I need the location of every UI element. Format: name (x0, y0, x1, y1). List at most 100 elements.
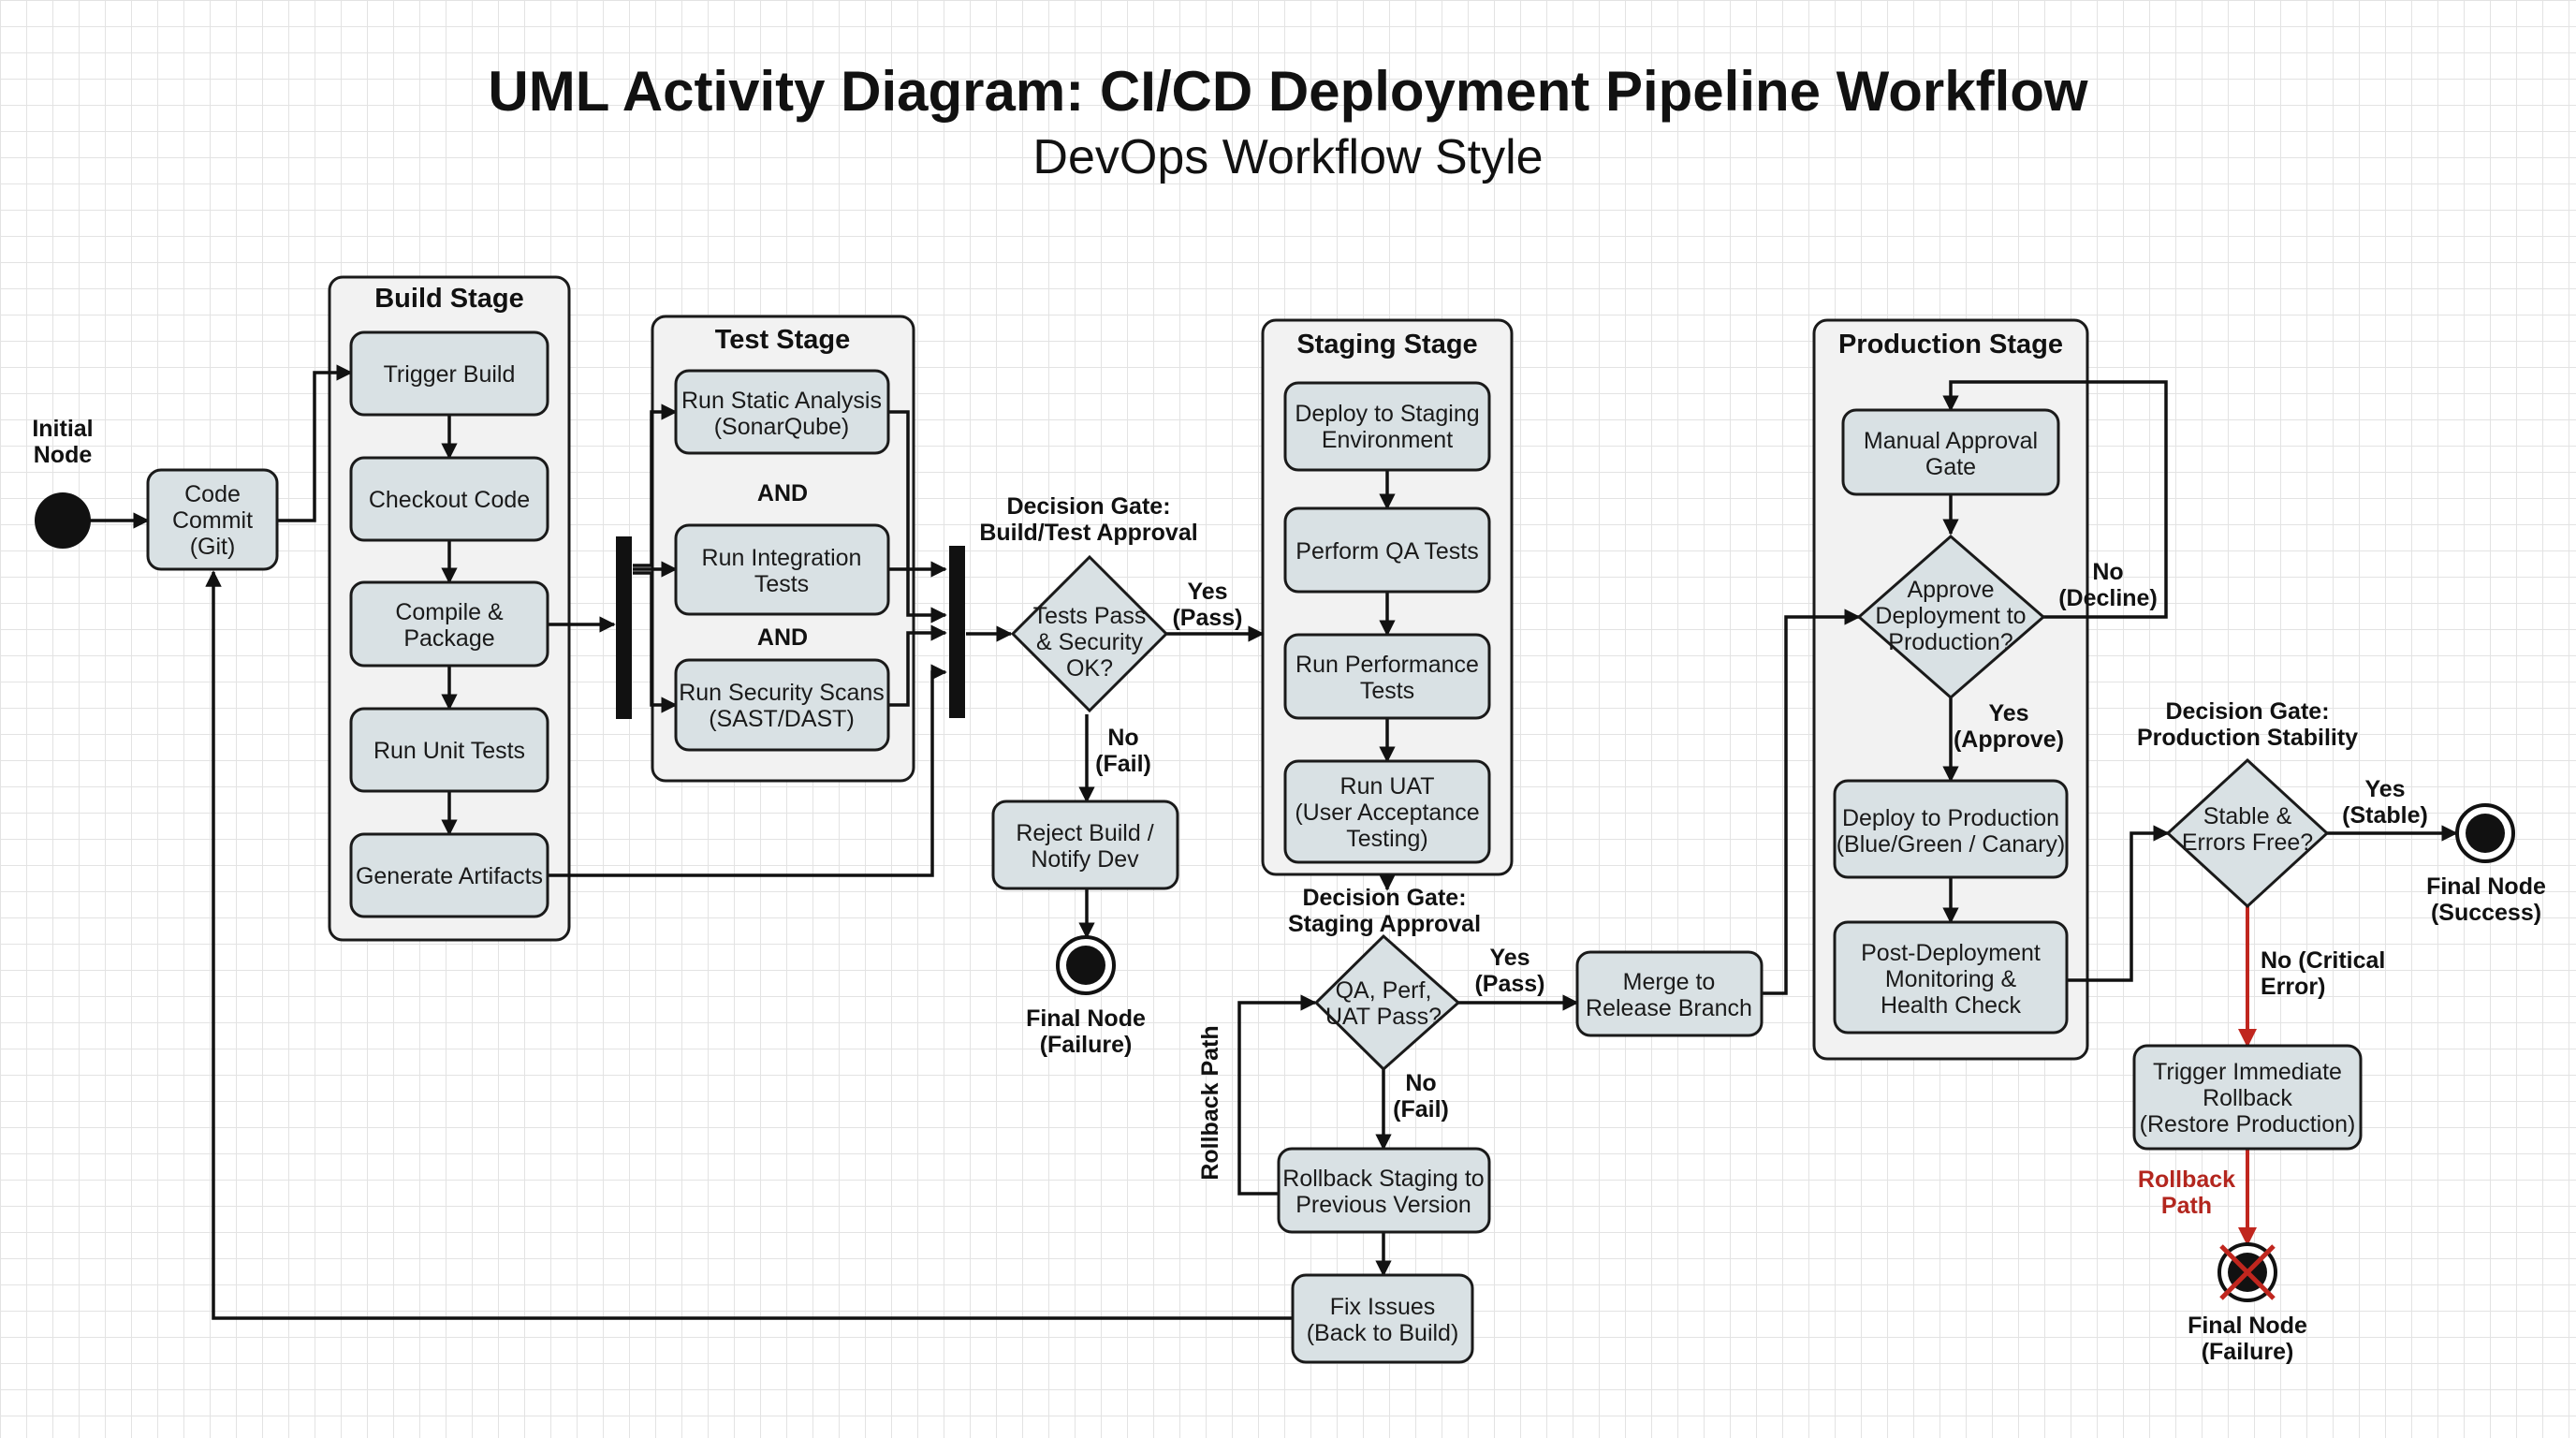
activity-generate-artifacts[interactable]: Generate Artifacts (349, 832, 549, 918)
activity-security-scans[interactable]: Run Security Scans(SAST/DAST) (674, 658, 890, 752)
join-bar (949, 546, 965, 718)
activity-reject-build[interactable]: Reject Build /Notify Dev (991, 800, 1179, 890)
text-line: Production Stability (2137, 725, 2358, 751)
text-line: Decision Gate: (2165, 698, 2329, 725)
label-no-decline: No(Decline) (2058, 559, 2158, 611)
text-line: Path (2161, 1193, 2212, 1219)
svg-text:Checkout Code: Checkout Code (369, 487, 530, 513)
svg-text:Reject Build /Notify Dev: Reject Build /Notify Dev (1016, 820, 1153, 873)
text-line: Monitoring & (1885, 966, 2017, 992)
text-line: No (1405, 1070, 1436, 1096)
edge-security-to-join (888, 624, 947, 707)
text-line: No (2092, 559, 2123, 585)
text-line: Build/Test Approval (979, 520, 1197, 546)
final-failure-label-1: Final Node(Failure) (1026, 1005, 1146, 1058)
decision-qa-pass[interactable]: QA, Perf,UAT Pass? (1313, 933, 1461, 1072)
text-line: (Fail) (1095, 751, 1151, 777)
text-line: Gate (1925, 454, 1976, 480)
text-line: Compile & (395, 599, 504, 625)
svg-text:Generate Artifacts: Generate Artifacts (356, 863, 543, 889)
text-line: Final Node (2188, 1313, 2307, 1339)
text-line: Tests Pass (1033, 603, 1147, 629)
text-line: Decision Gate: (1006, 493, 1170, 520)
text-line: Release Branch (1586, 995, 1752, 1021)
svg-text:Perform QA Tests: Perform QA Tests (1295, 538, 1478, 565)
text-line: Error) (2261, 974, 2325, 1000)
decision-stable[interactable]: Stable &Errors Free? (2165, 757, 2330, 909)
text-line: UAT Pass? (1325, 1004, 1442, 1030)
text-line: Deploy to Production (1842, 805, 2059, 831)
text-line: Run Performance (1295, 652, 1479, 678)
text-line: (Success) (2431, 900, 2541, 926)
text-line: Run Unit Tests (373, 738, 525, 764)
text-line: (Blue/Green / Canary) (1837, 831, 2066, 858)
svg-text:Run Unit Tests: Run Unit Tests (373, 738, 525, 764)
text-line: (Fail) (1393, 1096, 1449, 1123)
initial-node (35, 492, 91, 549)
text-line: (Stable) (2342, 802, 2428, 829)
edge-rollback-loop (1237, 994, 1317, 1196)
text-line: Initial (32, 416, 93, 442)
activity-compile-package[interactable]: Compile &Package (349, 580, 549, 668)
label-rollback-path-1: Rollback Path (1197, 1025, 1223, 1180)
svg-text:Deploy to Production(Blue/Gree: Deploy to Production(Blue/Green / Canary… (1837, 805, 2066, 858)
text-line: Final Node (2426, 873, 2546, 900)
svg-text:Fix Issues(Back to Build): Fix Issues(Back to Build) (1307, 1294, 1459, 1346)
gate-build-label: Decision Gate:Build/Test Approval (979, 493, 1197, 546)
text-line: Reject Build / (1016, 820, 1153, 846)
text-line: Rollback (2203, 1085, 2292, 1111)
activity-trigger-build[interactable]: Trigger Build (349, 330, 549, 417)
svg-text:Run Security Scans(SAST/DAST): Run Security Scans(SAST/DAST) (679, 680, 885, 732)
svg-text:Stable &Errors Free?: Stable &Errors Free? (2182, 803, 2313, 856)
activity-qa-tests[interactable]: Perform QA Tests (1283, 506, 1491, 594)
text-line: No (1107, 725, 1138, 751)
text-line: Run UAT (1340, 773, 1435, 800)
text-line: Run Integration (702, 545, 862, 571)
lane-test-label: Test Stage (715, 325, 851, 355)
activity-run-unit-tests[interactable]: Run Unit Tests (349, 707, 549, 793)
svg-text:Run Static Analysis(SonarQube): Run Static Analysis(SonarQube) (681, 388, 882, 440)
text-line: Production? (1888, 629, 2012, 655)
text-line: (Back to Build) (1307, 1320, 1459, 1346)
final-failure-label-2: Final Node(Failure) (2188, 1313, 2307, 1365)
activity-checkout-code[interactable]: Checkout Code (349, 456, 549, 542)
text-line: Yes (1988, 700, 2028, 726)
text-line: (Failure) (2202, 1339, 2294, 1365)
final-failure-node-2 (2217, 1242, 2277, 1302)
activity-static-analysis[interactable]: Run Static Analysis(SonarQube) (674, 369, 890, 455)
text-line: Deployment to (1875, 603, 2026, 629)
lane-production-label: Production Stage (1838, 330, 2063, 360)
text-line: Tests (754, 571, 809, 597)
gate-production-label: Decision Gate:Production Stability (2137, 698, 2358, 751)
text-line: Health Check (1881, 992, 2022, 1019)
text-line: & Security (1036, 629, 1143, 655)
activity-deploy-production[interactable]: Deploy to Production(Blue/Green / Canary… (1833, 779, 2069, 879)
edge-fork-to-static (633, 404, 678, 567)
label-no-fail-1: No(Fail) (1095, 725, 1151, 777)
text-line: Manual Approval (1864, 428, 2038, 454)
activity-fix-issues[interactable]: Fix Issues(Back to Build) (1291, 1273, 1474, 1364)
text-line: Checkout Code (369, 487, 530, 513)
text-line: (User Acceptance (1295, 800, 1479, 826)
label-yes-pass-2: Yes(Pass) (1474, 945, 1544, 997)
text-line: Approve (1907, 577, 1994, 603)
label-no-fail-2: No(Fail) (1393, 1070, 1449, 1123)
and-label-1: AND (757, 480, 808, 506)
